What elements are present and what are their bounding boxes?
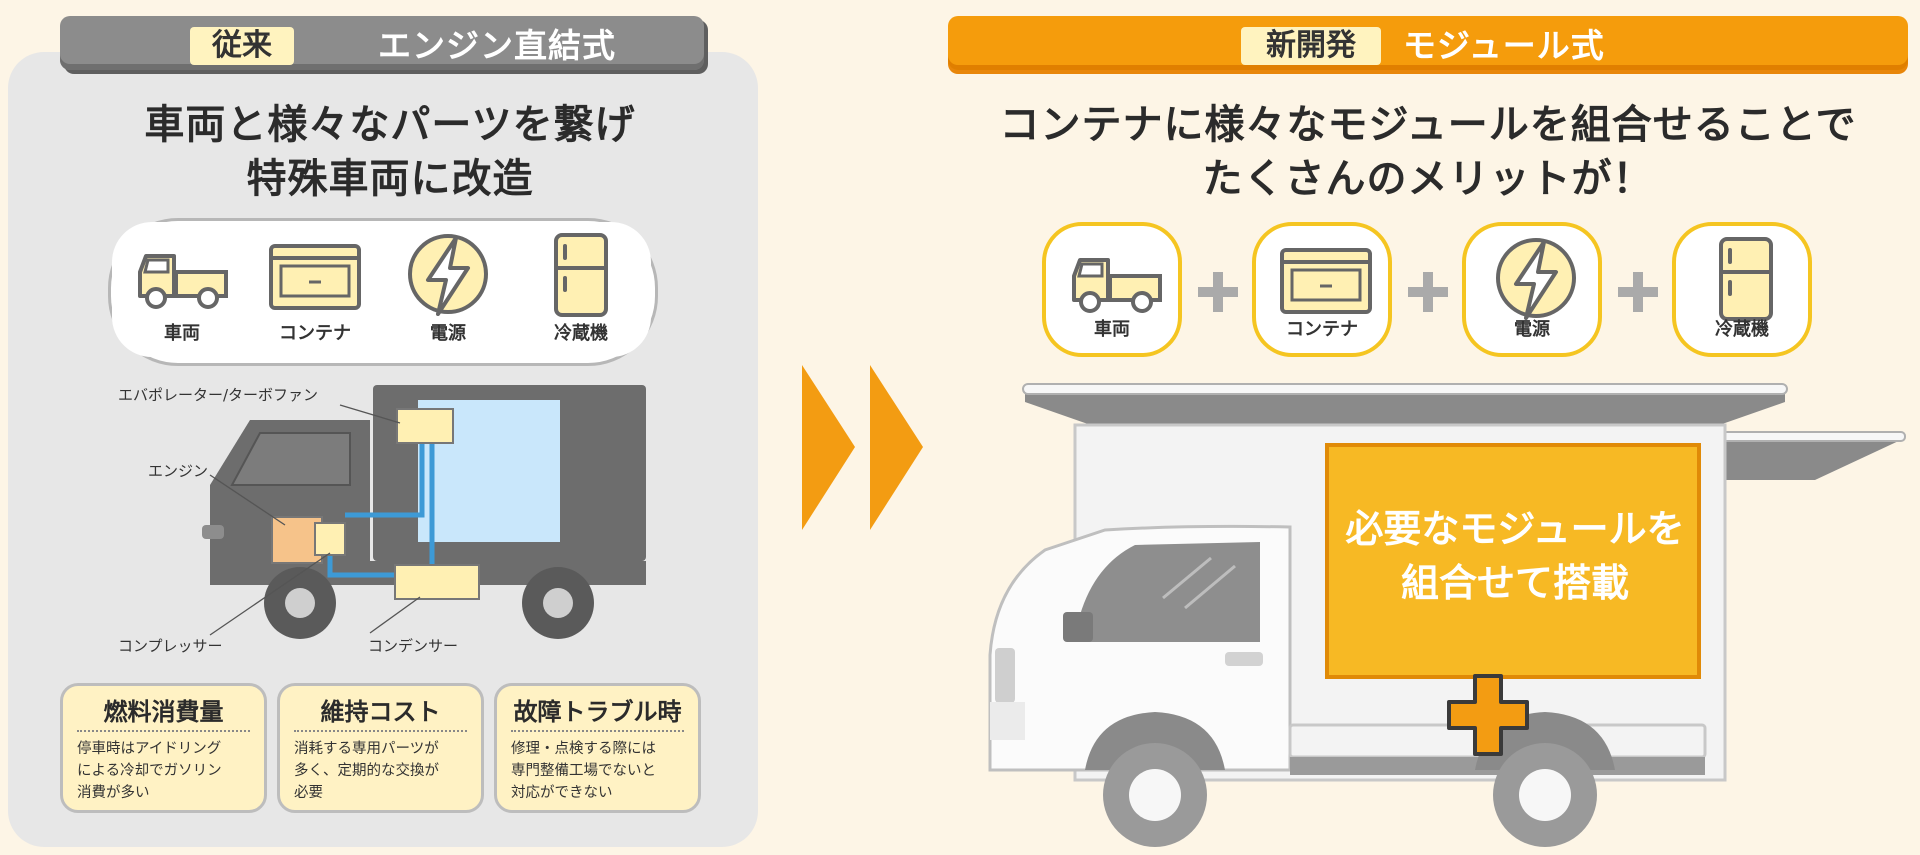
right-icon-card-fridge: 冷蔵機 xyxy=(1672,222,1812,357)
module-text-line-2: 組合せて搭載 xyxy=(1400,561,1629,605)
card-fuel-line-2: による冷却でガソリン xyxy=(77,763,222,779)
left-icon-card-fridge: 冷蔵機 xyxy=(511,222,651,357)
right-icon-card-truck: 車両 xyxy=(1042,222,1182,357)
left-icon-label-power: 電源 xyxy=(430,323,466,344)
right-icon-card-power: 電源 xyxy=(1462,222,1602,357)
container-icon xyxy=(265,232,365,317)
left-headline: 車両と様々なパーツを繋げ 特殊車両に改造 xyxy=(40,98,740,206)
card-trouble-line-1: 修理・点検する際には xyxy=(511,741,656,757)
right-headline-line-2: たくさんのメリットが！ xyxy=(1202,156,1654,202)
card-trouble-line-2: 専門整備工場でないと xyxy=(511,763,656,779)
truck-icon xyxy=(1066,236,1166,321)
card-maintenance-line-1: 消耗する専用パーツが xyxy=(294,741,439,757)
left-header: 従来 エンジン直結式 xyxy=(60,16,704,70)
right-header: 新開発 モジュール式 xyxy=(948,16,1908,70)
left-title: エンジン直結式 xyxy=(378,26,616,65)
leader-lines xyxy=(209,404,421,636)
right-headline-line-1: コンテナに様々なモジュールを組合せることで xyxy=(999,102,1857,148)
module-panel-text: 必要なモジュールを 組合せて搭載 xyxy=(1330,502,1700,610)
left-icon-card-truck: 車両 xyxy=(112,222,252,357)
cab xyxy=(988,524,1292,772)
lightning-icon xyxy=(398,232,498,317)
card-breakdown-trouble: 故障トラブル時 修理・点検する際には 専門整備工場でないと 対応ができない xyxy=(494,683,701,813)
plus-icon xyxy=(1198,272,1238,312)
left-headline-line-2: 特殊車両に改造 xyxy=(246,156,534,202)
double-chevron-arrow-icon xyxy=(802,365,923,530)
card-trouble-line-3: 対応ができない xyxy=(511,785,613,801)
refrigerator-icon xyxy=(531,232,631,317)
wheels xyxy=(1085,712,1615,847)
card-fuel-line-1: 停車時はアイドリング xyxy=(77,741,222,757)
left-icon-label-fridge: 冷蔵機 xyxy=(554,323,608,344)
right-icon-label-fridge: 冷蔵機 xyxy=(1715,319,1769,340)
right-icon-card-container: コンテナ xyxy=(1252,222,1392,357)
compressor-unit xyxy=(314,522,346,556)
card-fuel-consumption: 燃料消費量 停車時はアイドリング による冷却でガソリン 消費が多い xyxy=(60,683,267,813)
card-fuel-line-3: 消費が多い xyxy=(77,785,150,801)
right-badge: 新開発 xyxy=(1241,27,1381,65)
card-maintenance-line-3: 必要 xyxy=(294,785,323,801)
right-icon-label-container: コンテナ xyxy=(1286,319,1358,340)
right-headline: コンテナに様々なモジュールを組合せることで たくさんのメリットが！ xyxy=(948,98,1908,206)
module-text-line-1: 必要なモジュールを xyxy=(1345,507,1685,551)
wing-roof xyxy=(1022,383,1906,480)
card-maintenance-line-2: 多く、定期的な交換が xyxy=(294,763,439,779)
plus-icon xyxy=(1618,272,1658,312)
label-compressor: コンプレッサー xyxy=(118,637,223,655)
card-title-fuel: 燃料消費量 xyxy=(103,698,224,726)
truck-icon xyxy=(132,232,232,317)
right-icon-label-truck: 車両 xyxy=(1094,319,1130,340)
left-badge: 従来 xyxy=(190,27,294,65)
plus-icon xyxy=(1447,674,1529,756)
card-maintenance-cost: 維持コスト 消耗する専用パーツが 多く、定期的な交換が 必要 xyxy=(277,683,484,813)
card-title-maintenance: 維持コスト xyxy=(320,698,441,726)
refrigerator-icon xyxy=(1696,236,1796,321)
right-title: モジュール式 xyxy=(1403,26,1605,65)
left-headline-line-1: 車両と様々なパーツを繋げ xyxy=(144,102,636,148)
card-title-trouble: 故障トラブル時 xyxy=(513,698,682,726)
container-icon xyxy=(1276,236,1376,321)
left-icon-label-container: コンテナ xyxy=(279,323,351,344)
label-evaporator: エバポレーター/ターボファン xyxy=(118,386,319,404)
left-icon-card-power: 電源 xyxy=(378,222,518,357)
modular-truck-illustration xyxy=(988,383,1906,847)
module-panel xyxy=(1325,443,1701,679)
engine-unit xyxy=(271,516,323,564)
left-icon-label-truck: 車両 xyxy=(164,323,200,344)
label-engine: エンジン xyxy=(148,462,209,480)
right-icon-label-power: 電源 xyxy=(1514,319,1550,340)
label-condenser: コンデンサー xyxy=(368,637,459,655)
left-icon-card-container: コンテナ xyxy=(245,222,385,357)
engine-direct-truck-diagram xyxy=(202,385,646,639)
plus-icon xyxy=(1408,272,1448,312)
lightning-icon xyxy=(1486,236,1586,321)
condenser-unit xyxy=(394,564,480,600)
evaporator-unit xyxy=(396,408,454,444)
